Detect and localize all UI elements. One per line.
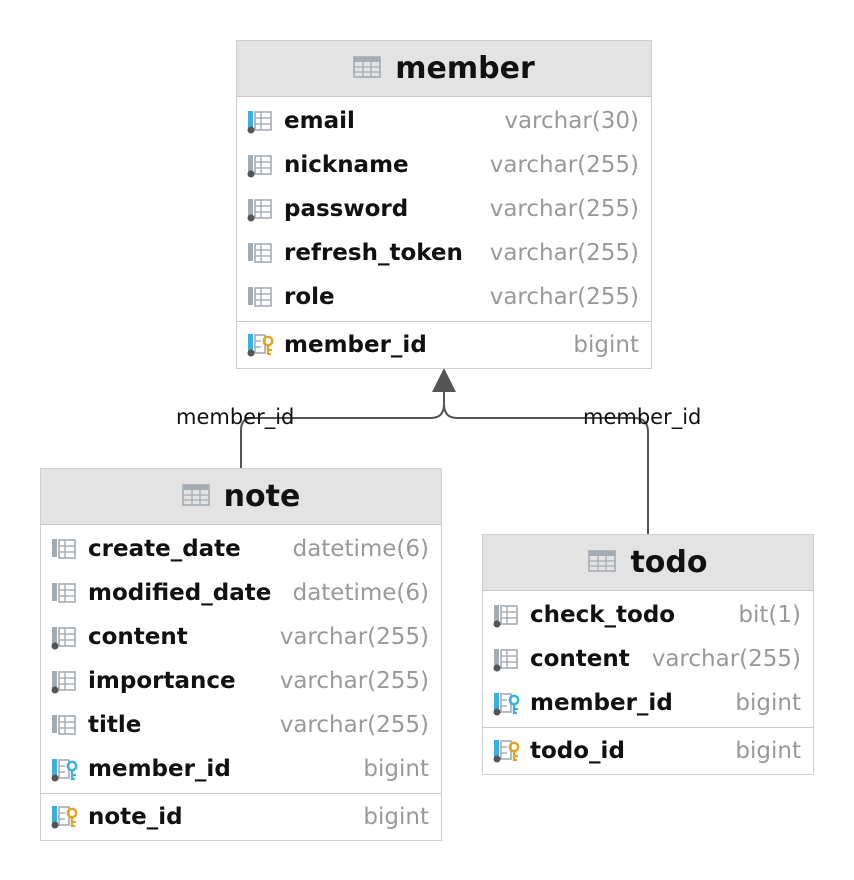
table-column-row[interactable]: note_id bigint [41,794,441,840]
column-type: bigint [735,738,801,764]
column-type: varchar(255) [279,668,429,694]
column-list: create_date datetime(6) modified_date date… [41,525,441,791]
column-type: bigint [363,756,429,782]
table-column-row[interactable]: role varchar(255) [237,275,651,319]
column-name: refresh_token [284,240,463,266]
column-type: varchar(255) [279,712,429,738]
column-type: varchar(255) [279,624,429,650]
table-column-row[interactable]: create_date datetime(6) [41,527,441,571]
column-type: datetime(6) [292,580,429,606]
table-column-row[interactable]: password varchar(255) [237,187,651,231]
column-notnull-icon [247,199,272,222]
primary-key-icon [247,334,274,357]
column-type: varchar(255) [489,284,639,310]
table-header[interactable]: member [237,41,651,97]
table-column-row[interactable]: member_id bigint [483,681,813,725]
column-name: title [88,712,142,738]
column-type: bigint [735,690,801,716]
column-name: check_todo [530,602,676,628]
column-list: check_todo bit(1) content varchar(255) mem… [483,591,813,725]
column-icon [52,539,76,559]
column-notnull-icon [51,627,76,650]
column-notnull-icon [493,605,518,628]
table-column-row[interactable]: member_id bigint [41,747,441,791]
table-column-row[interactable]: member_id bigint [237,322,651,368]
column-name: member_id [88,756,231,782]
column-type: bit(1) [738,602,801,628]
table-header[interactable]: note [41,469,441,525]
table-column-row[interactable]: importance varchar(255) [41,659,441,703]
column-type: varchar(255) [489,152,639,178]
relation-label-note: member_id [176,405,295,429]
column-icon [248,287,272,307]
column-type: varchar(255) [489,240,639,266]
column-icon [52,583,76,603]
table-column-row[interactable]: modified_date datetime(6) [41,571,441,615]
column-name: member_id [284,332,427,358]
table-column-row[interactable]: check_todo bit(1) [483,593,813,637]
primary-key-section: member_id bigint [237,321,651,368]
column-name: note_id [88,804,183,830]
table-title: note [223,479,301,514]
table-column-row[interactable]: content varchar(255) [41,615,441,659]
primary-key-icon [51,806,78,829]
inheritance-arrowhead [432,368,456,392]
table-header[interactable]: todo [483,535,813,591]
table-icon [588,549,617,576]
table-column-row[interactable]: title varchar(255) [41,703,441,747]
column-notnull-icon [51,671,76,694]
column-type: varchar(255) [489,196,639,222]
column-name: password [284,196,409,222]
connector-note-member[interactable] [240,392,445,468]
column-type: varchar(255) [651,646,801,672]
relation-label-todo: member_id [583,405,702,429]
table-todo[interactable]: todo check_todo bit(1) content varchar(255… [482,534,814,775]
table-title: member [395,51,535,86]
foreign-key-icon [51,759,78,782]
column-icon [52,715,76,735]
column-name: content [88,624,188,650]
column-name: role [284,284,335,310]
column-list: email varchar(30) nickname varchar(255) pa… [237,97,651,319]
column-name: email [284,108,355,134]
column-name: member_id [530,690,673,716]
column-type: varchar(30) [504,108,639,134]
column-name: content [530,646,630,672]
foreign-key-icon [493,693,520,716]
primary-key-section: todo_id bigint [483,727,813,774]
column-name: create_date [88,536,241,562]
table-note[interactable]: note create_date datetime(6) modified_dat… [40,468,442,841]
table-member[interactable]: member email varchar(30) nickname varchar(… [236,40,652,369]
column-icon [248,243,272,263]
table-column-row[interactable]: refresh_token varchar(255) [237,231,651,275]
column-unique-icon [247,111,272,134]
primary-key-section: note_id bigint [41,793,441,840]
column-notnull-icon [247,155,272,178]
column-name: importance [88,668,236,694]
table-column-row[interactable]: content varchar(255) [483,637,813,681]
column-type: bigint [573,332,639,358]
column-name: nickname [284,152,409,178]
column-name: todo_id [530,738,625,764]
table-column-row[interactable]: todo_id bigint [483,728,813,774]
table-column-row[interactable]: nickname varchar(255) [237,143,651,187]
column-name: modified_date [88,580,272,606]
table-column-row[interactable]: email varchar(30) [237,99,651,143]
primary-key-icon [493,740,520,763]
table-icon [181,483,210,510]
table-icon [353,55,382,82]
connector-todo-member[interactable] [443,403,649,534]
column-type: bigint [363,804,429,830]
column-notnull-icon [493,649,518,672]
table-title: todo [630,545,708,580]
column-type: datetime(6) [292,536,429,562]
